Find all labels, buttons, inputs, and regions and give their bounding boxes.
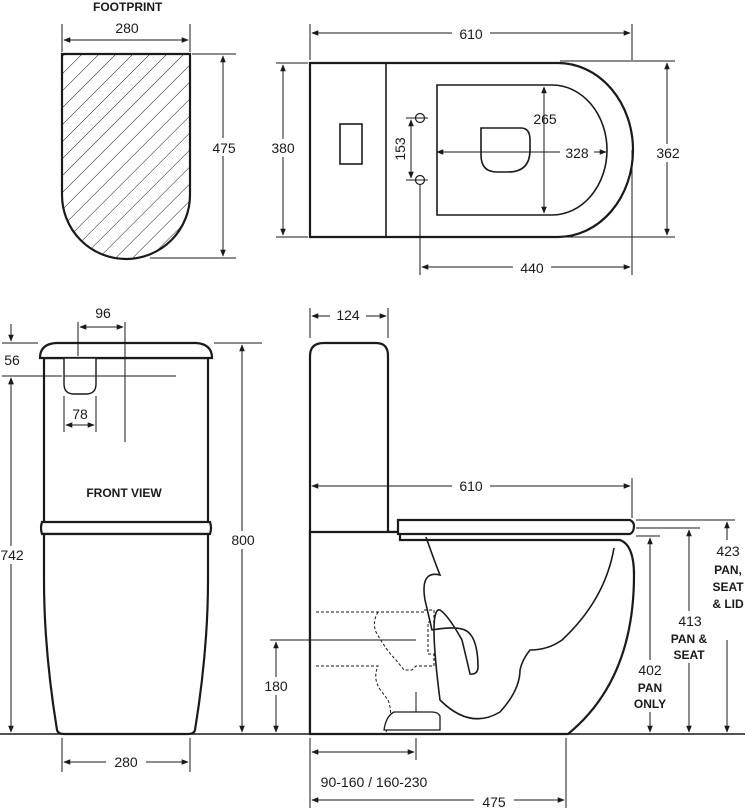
side-seat-height-value: 413 — [678, 613, 702, 629]
top-pan-width-bg — [652, 144, 684, 162]
top-pan-length-bg — [513, 259, 551, 277]
footprint-width-bg — [108, 18, 146, 36]
footprint-view: FOOTPRINT 280 475 — [60, 0, 240, 261]
front-view-title: FRONT VIEW — [86, 486, 162, 500]
side-seat-label-2: SEAT — [673, 648, 705, 662]
footprint-depth-value: 475 — [212, 140, 236, 156]
top-overall-bg — [452, 24, 490, 42]
side-lid-label-2: SEAT — [712, 580, 744, 594]
side-tank-depth-bg — [330, 306, 366, 324]
side-lid-label-1: PAN, — [714, 563, 742, 577]
top-bowl-outlet — [480, 127, 531, 173]
side-lid-label-3: & LID — [712, 597, 744, 611]
top-overall-value: 610 — [459, 26, 483, 42]
side-lid-height-value: 423 — [716, 543, 740, 559]
side-seat-height-bg — [670, 611, 708, 663]
front-top-offset-value: 56 — [4, 352, 20, 368]
front-view: 96 78 FRONT VIEW 56 742 800 280 — [0, 305, 262, 772]
top-view: 610 153 265 328 380 362 — [268, 24, 684, 277]
side-overall-length-bg — [452, 477, 490, 495]
front-overall-height-value: 800 — [231, 532, 255, 548]
front-button-width-value: 78 — [72, 406, 88, 422]
side-seat-lid — [396, 518, 636, 536]
footprint-width-value: 280 — [115, 20, 139, 36]
side-lid-height-bg — [710, 540, 746, 640]
side-outlet-dashed — [316, 609, 435, 671]
top-pan-length-value: 440 — [520, 260, 544, 276]
side-trapway — [423, 536, 615, 720]
side-pan-height-bg — [632, 660, 670, 712]
side-overall-length-value: 610 — [459, 478, 483, 494]
side-base-length-value: 475 — [482, 794, 506, 810]
front-overall-height-bg — [226, 531, 260, 549]
side-tank-depth-value: 124 — [336, 307, 360, 323]
side-pan-label-1: PAN — [638, 681, 662, 695]
top-bowl-rear-value: 328 — [565, 145, 589, 161]
top-tank-depth-bg — [268, 139, 300, 157]
side-view: 180 124 610 423 PAN, SEAT & LID 413 PAN … — [0, 306, 746, 811]
top-tank-depth-value: 380 — [271, 140, 295, 156]
front-base-width-value: 280 — [114, 754, 138, 770]
side-floor-waste — [383, 711, 441, 731]
front-cistern-lid — [38, 341, 214, 360]
top-flush-button — [339, 123, 363, 165]
side-seat-label-1: PAN & — [671, 632, 708, 646]
top-bowl-length-value: 265 — [533, 111, 557, 127]
front-inner-height-bg — [0, 546, 28, 564]
top-inlet-spacing-value: 153 — [392, 137, 408, 161]
side-pan-label-2: ONLY — [634, 697, 666, 711]
top-bowl-rear-bg — [560, 143, 594, 161]
top-pan-width-value: 362 — [656, 145, 680, 161]
side-base-length-bg — [474, 793, 514, 811]
front-pan — [42, 532, 210, 736]
side-setout-value: 90-160 / 160-230 — [321, 774, 428, 790]
front-button-offset-value: 96 — [95, 305, 111, 321]
footprint-title: FOOTPRINT — [93, 0, 163, 14]
side-pan — [308, 530, 636, 736]
side-waste-height-bg — [260, 677, 292, 695]
front-base-width-bg — [106, 753, 146, 771]
front-inner-height-value: 742 — [0, 547, 24, 563]
front-seat-band — [39, 520, 213, 536]
footprint-shape — [60, 52, 192, 261]
side-pan-height-value: 402 — [638, 662, 662, 678]
footprint-depth-bg — [208, 138, 240, 156]
side-waste-height-value: 180 — [264, 678, 288, 694]
